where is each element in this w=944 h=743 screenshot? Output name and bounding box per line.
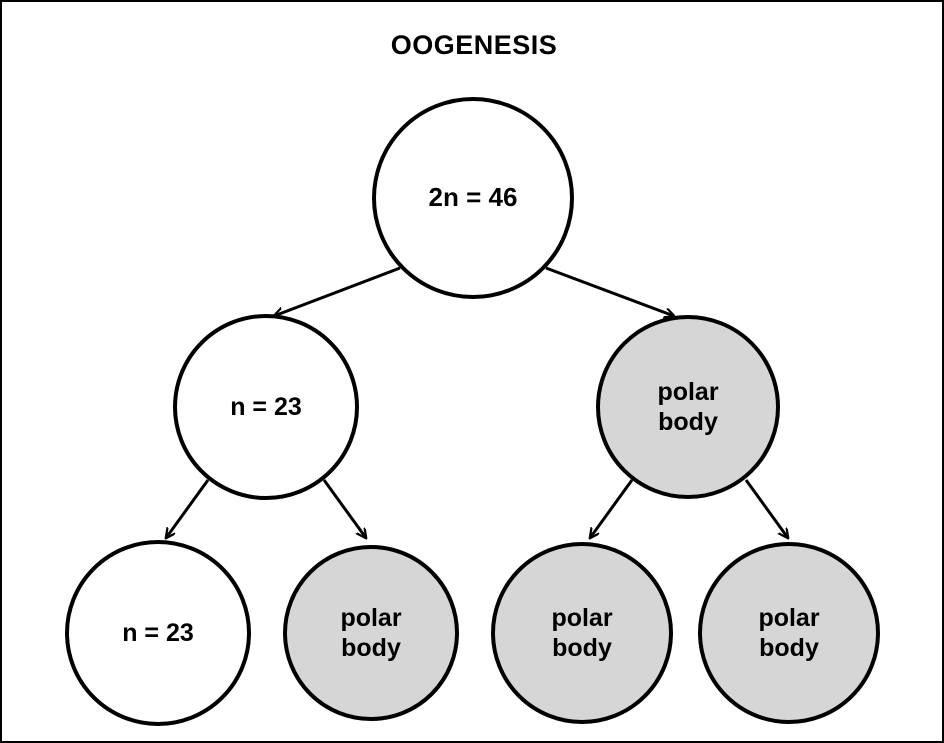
cell-polar-body-2[interactable]: polar body (283, 545, 459, 721)
cell-secondary-oocyte-label: n = 23 (230, 392, 302, 421)
cell-ovum-label: n = 23 (122, 618, 194, 647)
cell-polar-body-3[interactable]: polar body (491, 542, 673, 724)
connector-secondary-to-polar-body-2 (322, 479, 366, 538)
cell-polar-body-4[interactable]: polar body (698, 542, 880, 724)
cell-ovum[interactable]: n = 23 (65, 540, 251, 726)
cell-primary-oocyte[interactable]: 2n = 46 (372, 97, 574, 299)
connector-first-polar-body-to-polar-body-3 (590, 479, 634, 538)
connector-secondary-to-ovum (166, 479, 210, 538)
cell-secondary-oocyte[interactable]: n = 23 (173, 314, 359, 500)
page-title: OOGENESIS (390, 30, 558, 60)
cell-polar-body-2-label: polar body (340, 603, 402, 663)
cell-polar-body-4-label: polar body (758, 603, 820, 663)
cell-first-polar-body[interactable]: polar body (596, 315, 780, 499)
connector-first-polar-body-to-polar-body-4 (744, 479, 788, 538)
connector-primary-to-secondary (274, 266, 401, 316)
cell-primary-oocyte-label: 2n = 46 (428, 182, 518, 213)
cell-polar-body-3-label: polar body (551, 603, 613, 663)
connector-primary-to-first-polar-body (545, 266, 674, 316)
cell-first-polar-body-label: polar body (657, 377, 719, 437)
